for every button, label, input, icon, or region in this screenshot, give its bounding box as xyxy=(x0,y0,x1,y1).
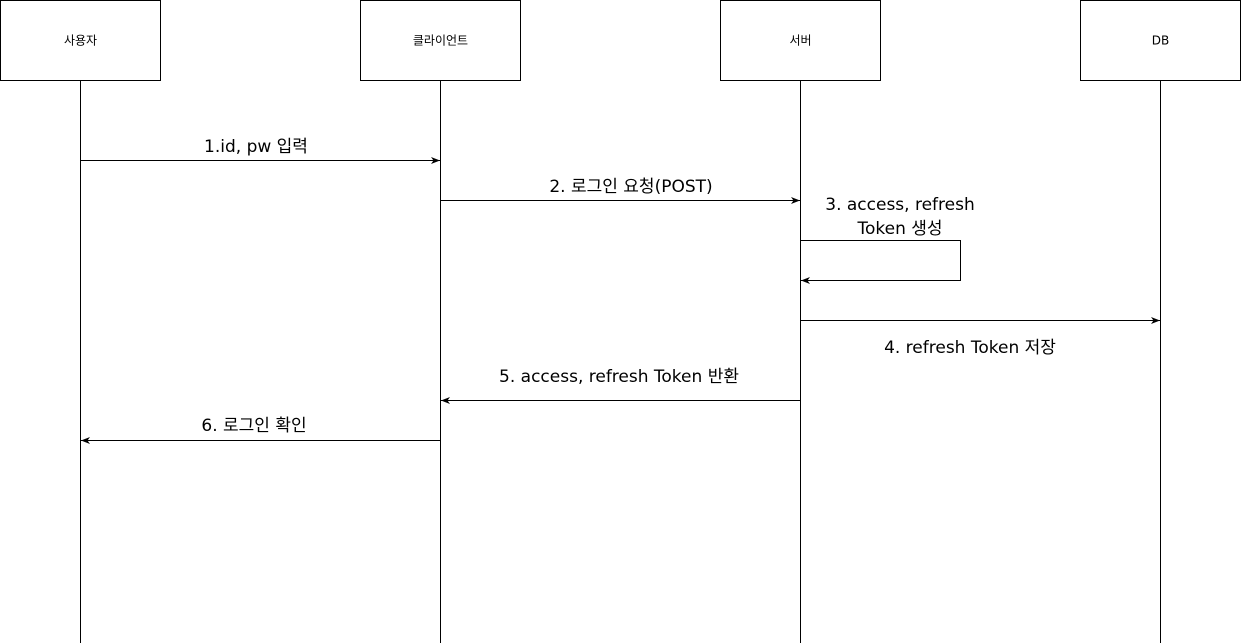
actor-db-label: DB xyxy=(1152,34,1169,48)
actor-user-label: 사용자 xyxy=(64,34,97,48)
message-4: 4. refresh Token 저장 xyxy=(800,317,1160,358)
message-4-label: 4. refresh Token 저장 xyxy=(884,338,1056,358)
message-5: 5. access, refresh Token 반환 xyxy=(441,367,801,404)
message-6: 6. 로그인 확인 xyxy=(81,416,441,444)
actor-client: 클라이언트 xyxy=(360,0,521,81)
actor-user: 사용자 xyxy=(0,0,161,81)
message-1-label: 1.id, pw 입력 xyxy=(204,137,308,157)
actor-client-label: 클라이언트 xyxy=(413,34,468,48)
message-2-label: 2. 로그인 요청(POST) xyxy=(549,177,712,197)
message-3-label-line-1: 3. access, refresh xyxy=(825,195,974,215)
message-3-label-line-2: Token 생성 xyxy=(856,219,942,239)
message-3-arrow xyxy=(800,240,961,284)
message-5-label: 5. access, refresh Token 반환 xyxy=(499,367,739,387)
message-6-label: 6. 로그인 확인 xyxy=(201,416,306,436)
actor-server: 서버 xyxy=(720,0,881,81)
actor-server-label: 서버 xyxy=(789,34,811,48)
actor-db: DB xyxy=(1080,0,1241,81)
message-3: 3. access, refresh Token 생성 xyxy=(800,195,975,284)
message-1: 1.id, pw 입력 xyxy=(80,137,440,164)
message-2: 2. 로그인 요청(POST) xyxy=(440,177,800,204)
